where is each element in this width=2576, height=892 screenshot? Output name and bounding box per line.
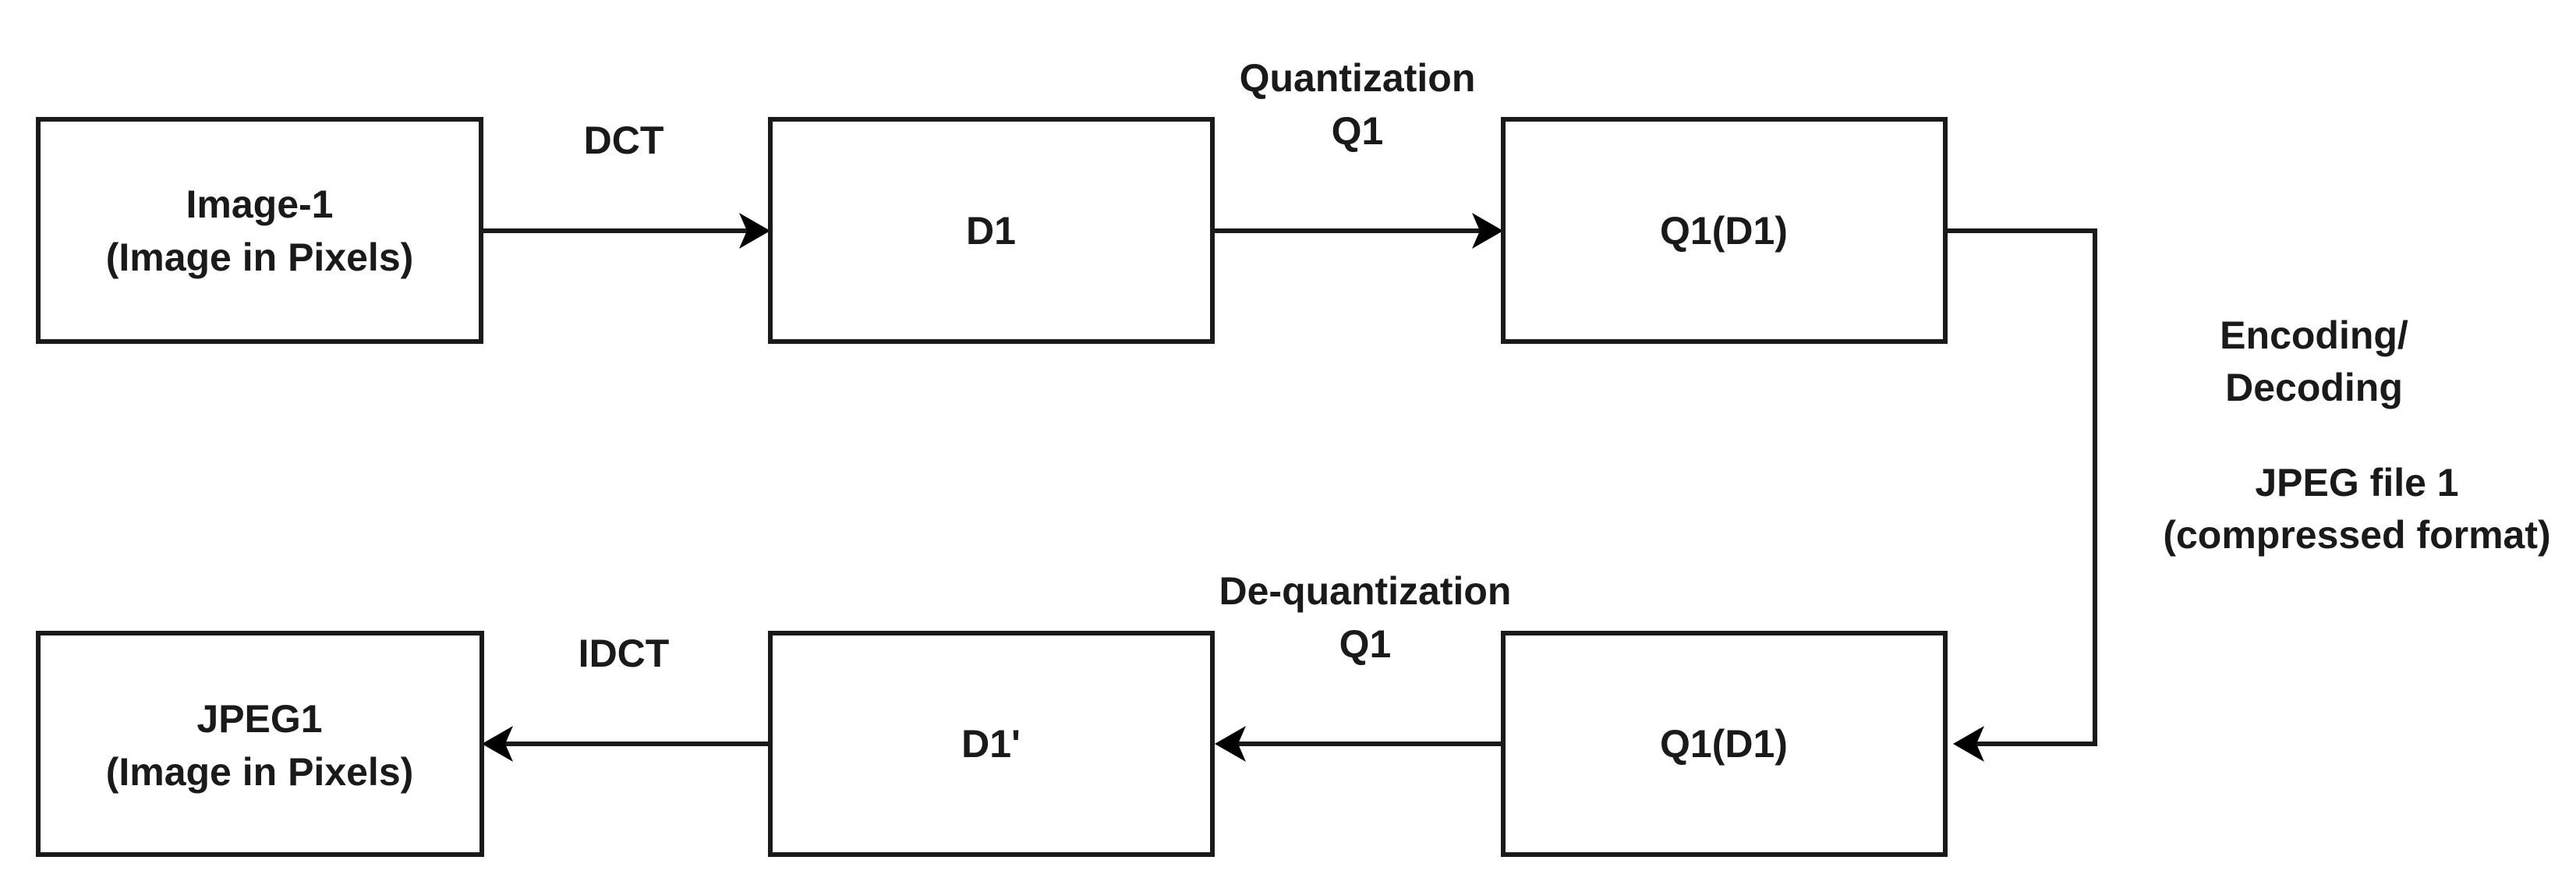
node-d1-prime-rect (768, 631, 1215, 857)
edge-dct-arrowhead (739, 213, 770, 249)
node-d1-prime: D1' (768, 631, 1215, 857)
edge-encoding-label-line4: (compressed format) (2163, 513, 2550, 557)
edge-quantization-arrowhead (1472, 213, 1503, 249)
node-q1d1-bottom-rect (1501, 631, 1948, 857)
node-d1-label: D1 (966, 209, 1016, 253)
edge-encoding-label-line2: Decoding (2225, 366, 2403, 409)
edge-encoding-line (1945, 228, 2097, 746)
edge-dequantization-label-line1: De-quantization (1219, 569, 1512, 613)
node-image1-rect (36, 117, 483, 344)
node-d1-rect (768, 117, 1215, 344)
edge-encoding-label-line3: JPEG file 1 (2255, 461, 2458, 504)
edge-quantization-label-line1: Quantization (1240, 56, 1476, 100)
edge-dct-label: DCT (584, 119, 664, 162)
node-d1: D1 (768, 117, 1215, 344)
edge-idct-label: IDCT (579, 632, 670, 675)
node-image1-line2: (Image in Pixels) (106, 235, 414, 279)
edge-quantization-label-line2: Q1 (1332, 109, 1384, 153)
node-q1d1-top-label: Q1(D1) (1660, 209, 1788, 253)
node-q1d1-top-rect (1501, 117, 1948, 344)
node-jpeg1: JPEG1 (Image in Pixels) (36, 631, 484, 857)
edge-idct-arrowhead (482, 726, 513, 762)
node-image1-line1: Image-1 (186, 182, 334, 226)
edge-encoding-label-line1: Encoding/ (2220, 313, 2408, 357)
node-q1d1-bottom: Q1(D1) (1501, 631, 1948, 857)
node-q1d1-top: Q1(D1) (1501, 117, 1948, 344)
edge-dequantization-label-line2: Q1 (1339, 622, 1392, 666)
node-q1d1-bottom-label: Q1(D1) (1660, 722, 1788, 766)
node-jpeg1-rect (36, 631, 484, 857)
node-d1-prime-label: D1' (961, 722, 1021, 766)
edge-dequantization-arrowhead (1215, 726, 1246, 762)
node-jpeg1-line1: JPEG1 (196, 697, 322, 741)
node-jpeg1-line2: (Image in Pixels) (106, 750, 414, 794)
node-image1: Image-1 (Image in Pixels) (36, 117, 483, 344)
edge-encoding-arrowhead (1953, 726, 1984, 762)
